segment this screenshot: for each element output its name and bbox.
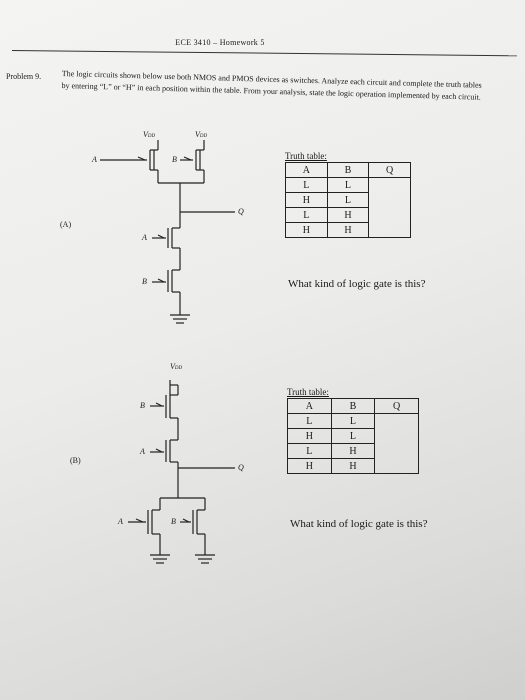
nmos-b-input-label-b: B: [171, 517, 176, 526]
question-b: What kind of logic gate is this?: [290, 518, 428, 530]
header-title: ECE 3410 – Homework 5: [175, 38, 265, 47]
header-q: Q: [368, 162, 411, 178]
truth-table-b-title: Truth table:: [287, 387, 329, 397]
output-q-label: Q: [238, 207, 244, 216]
header-a: A: [287, 398, 332, 414]
vdd-a-right-label: VDD: [195, 130, 208, 139]
header-a: A: [285, 162, 328, 178]
header-b: B: [330, 398, 376, 414]
pmos-b-input-label: B: [140, 401, 145, 410]
question-a: What kind of logic gate is this?: [288, 278, 426, 290]
truth-table-a-title: Truth table:: [285, 151, 327, 161]
nmos-b-input-label: B: [142, 277, 147, 286]
output-q-label-b: Q: [238, 463, 244, 472]
truth-table-a-header: A B Q: [285, 162, 411, 178]
nmos-a-input-label-b: A: [118, 517, 123, 526]
nmos-a-input-label: A: [142, 233, 147, 242]
header-b: B: [326, 162, 370, 178]
circuit-a-schematic: [100, 140, 235, 324]
part-b-label: (B): [70, 456, 81, 465]
part-a-label: (A): [60, 220, 72, 229]
header-q: Q: [374, 398, 419, 414]
vdd-b-label: VDD: [170, 362, 183, 371]
pmos-a-input-label: A: [140, 447, 145, 456]
circuit-b-schematic: [128, 380, 235, 564]
input-b-label: B: [172, 155, 177, 164]
truth-table-b-header: A B Q: [287, 398, 419, 414]
input-a-label: A: [92, 155, 97, 164]
problem-label: Problem 9.: [6, 72, 42, 81]
vdd-a-left-label: VDD: [143, 130, 156, 139]
